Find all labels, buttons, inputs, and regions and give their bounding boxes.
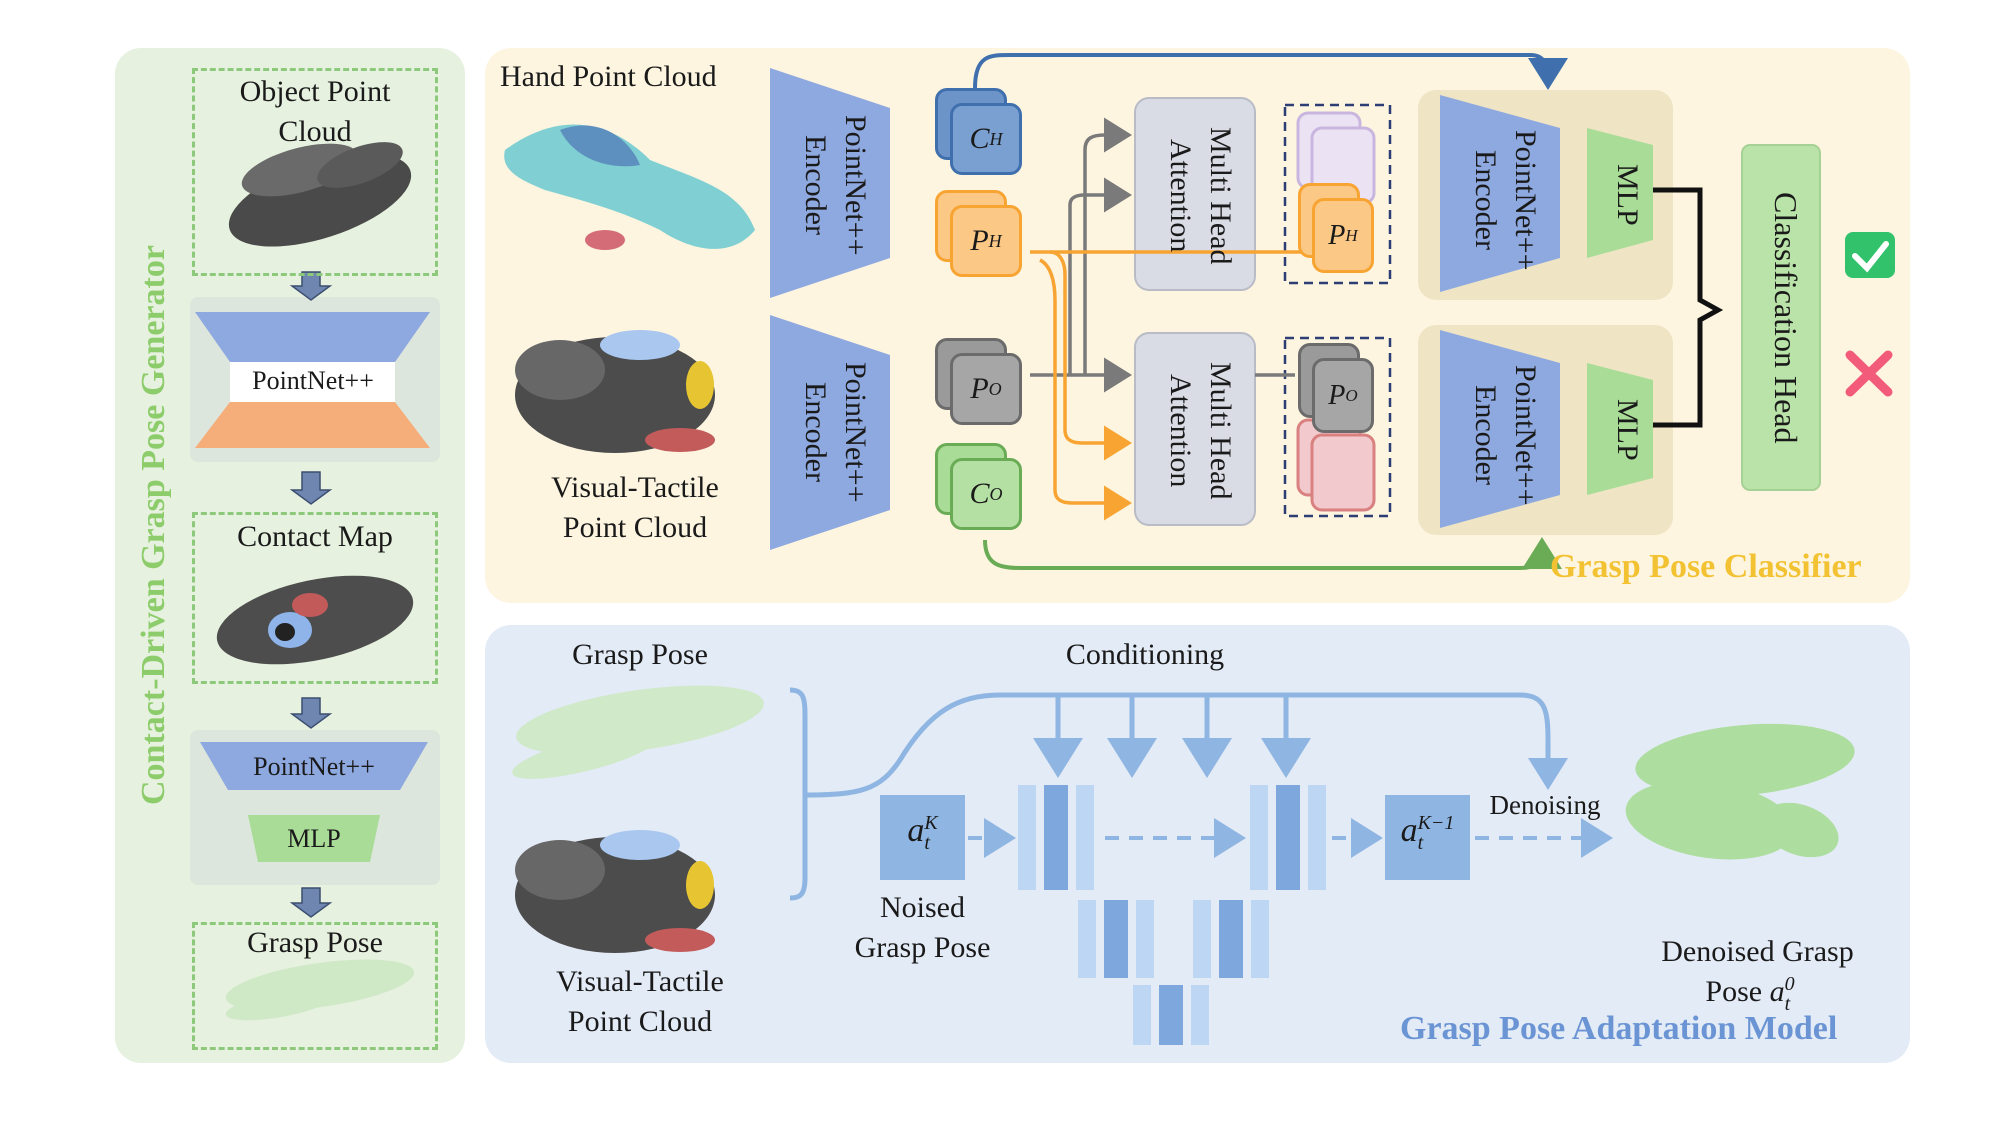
encoder-hand-shape <box>770 68 890 298</box>
generator-title: Contact-Driven Grasp Pose Generator <box>135 245 172 805</box>
noised-grasp-pose-label: Noised Grasp Pose <box>854 891 991 964</box>
vt-point-cloud-label-top: Visual-Tactile Point Cloud <box>551 471 719 544</box>
hand-point-cloud <box>504 124 755 250</box>
classification-head-shape <box>1741 144 1821 491</box>
adaptation-grasp-pose-label: Grasp Pose <box>572 638 708 671</box>
attention-top-label: Multi Head Attention <box>1164 126 1237 265</box>
grasp-pose-hand <box>225 959 415 1021</box>
hand-point-cloud-label: Hand Point Cloud <box>500 60 717 93</box>
adaptation-title: Grasp Pose Adaptation Model <box>1400 1010 1838 1047</box>
mlp-top-label: MLP <box>1611 164 1644 226</box>
encoder2-top-label: PointNet++ Encoder <box>1469 129 1542 271</box>
attention-bottom-label: Multi Head Attention <box>1164 361 1237 500</box>
encoder-hand-label: PointNet++ Encoder <box>799 114 872 256</box>
check-icon <box>1845 232 1895 278</box>
attention-bottom-shape <box>1134 332 1256 526</box>
encoder-object-label: PointNet++ Encoder <box>799 361 872 503</box>
cross-icon <box>1845 350 1893 397</box>
generator-encoder-label: PointNet++ <box>252 366 374 395</box>
attention-top-shape <box>1134 97 1256 291</box>
step-square <box>1385 795 1470 880</box>
generator-mlp-label: MLP <box>287 824 341 853</box>
decoder-bottom-trapezoid <box>195 402 430 448</box>
contact-map-box <box>192 512 438 684</box>
contact-map-cloud <box>216 575 414 665</box>
mlp-bottom-label: MLP <box>1611 399 1644 461</box>
classifier-title: Grasp Pose Classifier <box>1550 548 1862 585</box>
encoder-top-trapezoid <box>195 312 430 362</box>
encoder2-bottom-label: PointNet++ Encoder <box>1469 364 1542 506</box>
grasp-pose-hand-input <box>512 685 764 779</box>
vt-point-cloud-bottom <box>515 830 715 953</box>
generator-pointnet-label: PointNet++ <box>253 752 375 781</box>
down-arrows <box>289 271 333 918</box>
classification-head-label: Classification Head <box>1768 191 1804 444</box>
object-point-cloud-label: Object Point Cloud <box>239 75 391 148</box>
vt-point-cloud-label-bottom: Visual-Tactile Point Cloud <box>556 965 724 1038</box>
unet-bars <box>1018 785 1326 1045</box>
generator-grasp-pose-label: Grasp Pose <box>247 926 383 959</box>
denoised-hand <box>1625 723 1855 860</box>
denoising-label: Denoising <box>1489 790 1601 820</box>
grasp-pose-box <box>192 922 438 1050</box>
contact-map-label: Contact Map <box>237 520 393 553</box>
encoder-object-shape <box>770 315 890 550</box>
object-point-cloud-box <box>192 68 438 276</box>
conditioning-label: Conditioning <box>1065 638 1225 671</box>
noised-square <box>880 795 965 880</box>
object-point-cloud <box>228 142 412 247</box>
vt-point-cloud-top <box>515 330 715 453</box>
